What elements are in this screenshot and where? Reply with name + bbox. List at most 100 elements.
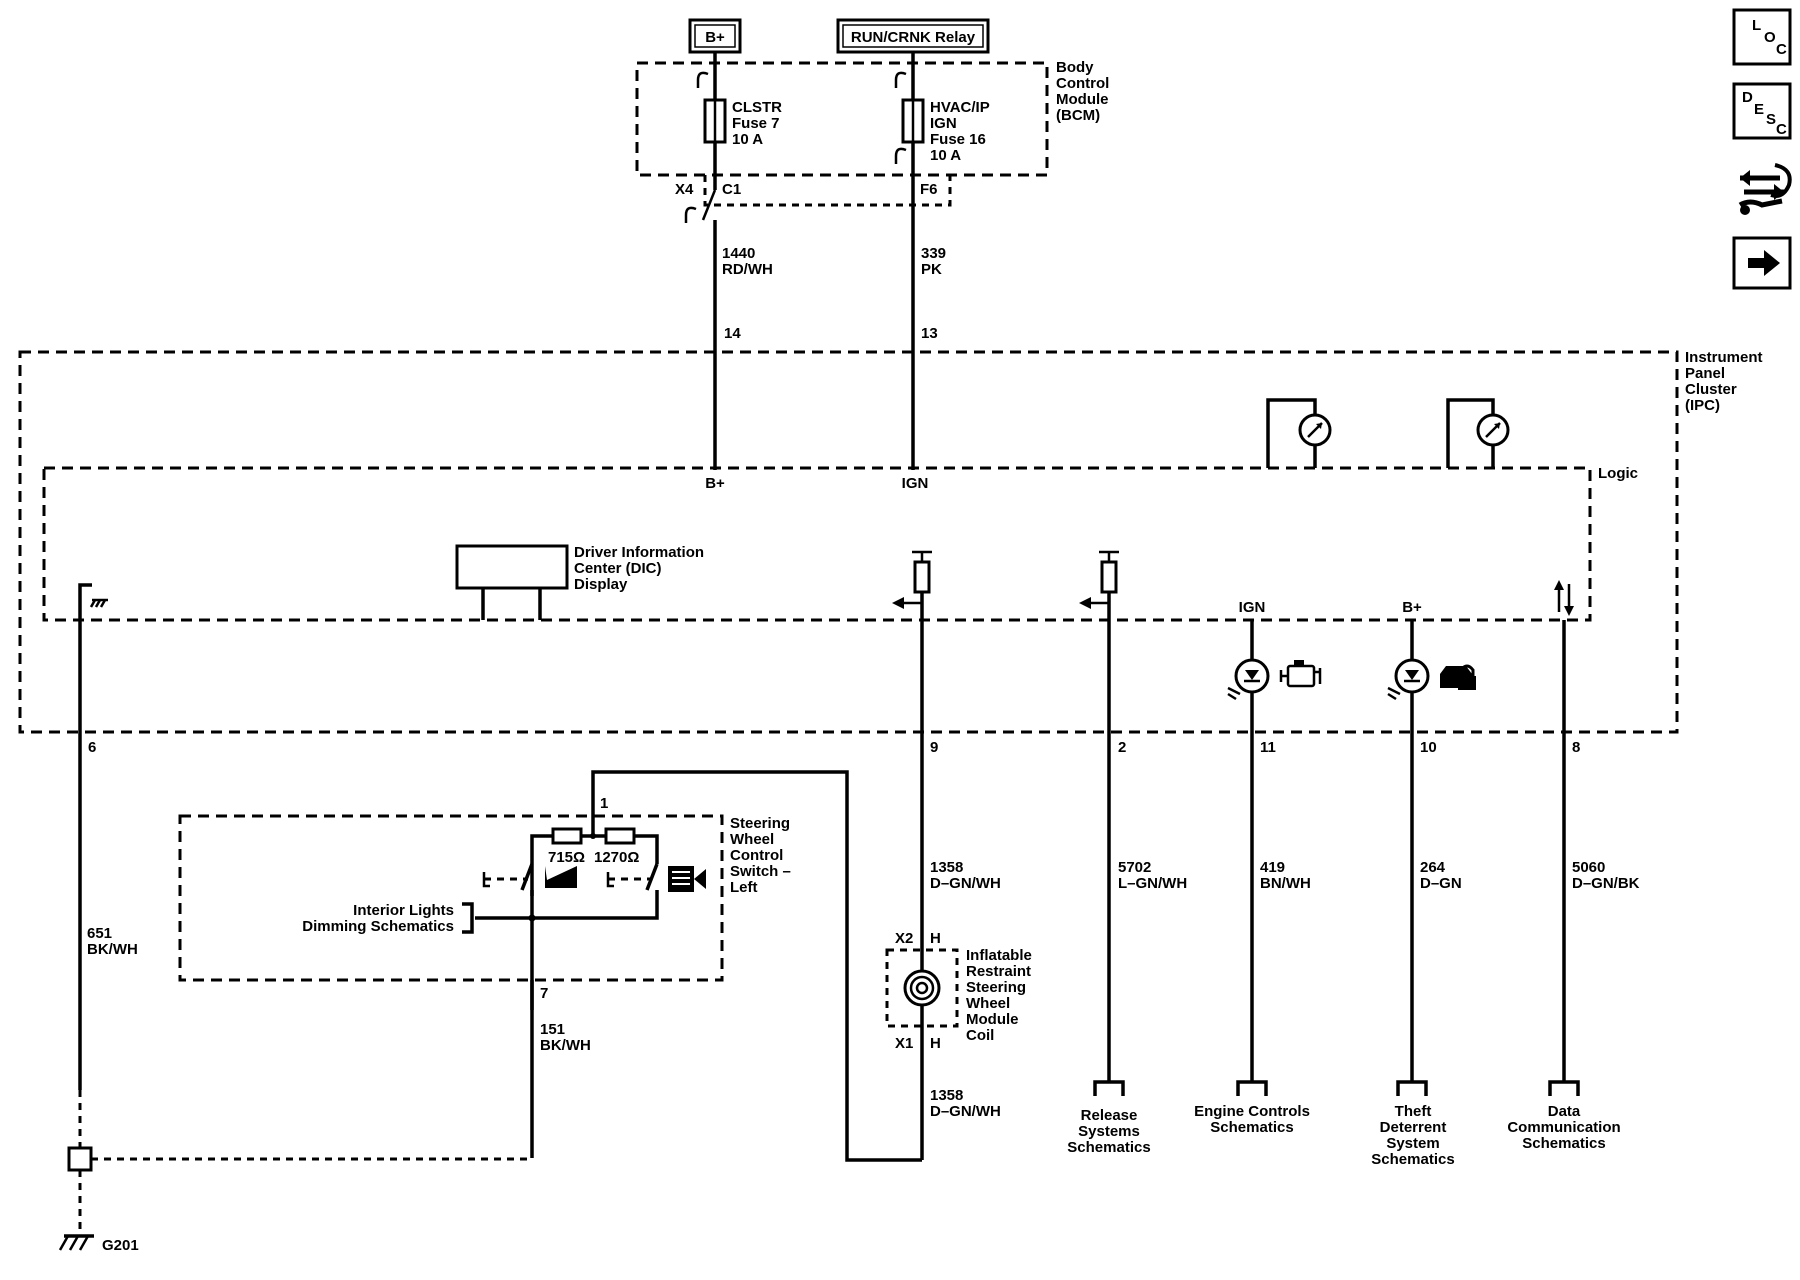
svg-text:Coil: Coil <box>966 1027 994 1044</box>
wire-1358-upper: 1358 D–GN/WH <box>930 859 1001 892</box>
svg-text:Panel: Panel <box>1685 365 1725 382</box>
svg-text:Schematics: Schematics <box>1210 1119 1293 1136</box>
svg-text:Wheel: Wheel <box>730 831 774 848</box>
svg-text:Schematics: Schematics <box>1522 1135 1605 1152</box>
wire-651: 651 BK/WH <box>87 925 138 958</box>
svg-text:10: 10 <box>1420 739 1437 756</box>
data-communication-reference: Data Communication Schematics <box>1507 1080 1621 1152</box>
svg-text:Display: Display <box>574 576 628 593</box>
svg-text:14: 14 <box>724 325 741 342</box>
svg-text:D: D <box>1742 89 1753 106</box>
svg-text:G201: G201 <box>102 1237 139 1254</box>
input-pin2: 2 <box>1079 550 1126 1082</box>
svg-text:Cluster: Cluster <box>1685 381 1737 398</box>
svg-text:Engine Controls: Engine Controls <box>1194 1103 1310 1120</box>
svg-text:IGN: IGN <box>1239 599 1266 616</box>
engine-controls-reference: Engine Controls Schematics <box>1194 1080 1310 1136</box>
svg-text:O: O <box>1764 29 1776 46</box>
wire-151: 151 BK/WH <box>540 1021 591 1054</box>
svg-text:B+: B+ <box>1402 599 1422 616</box>
wire-1358-lower: 1358 D–GN/WH <box>930 1087 1001 1120</box>
svg-text:5702: 5702 <box>1118 859 1151 876</box>
svg-text:L–GN/WH: L–GN/WH <box>1118 875 1187 892</box>
svg-text:6: 6 <box>88 739 96 756</box>
svg-text:Switch –: Switch – <box>730 863 791 880</box>
svg-text:C: C <box>1776 41 1787 58</box>
svg-text:RUN/CRNK Relay: RUN/CRNK Relay <box>851 29 976 46</box>
fuse-clstr: CLSTR Fuse 7 10 A <box>696 52 782 190</box>
steering-wheel-control-switch: Steering Wheel Control Switch – Left 1 7… <box>178 770 922 1162</box>
ground-g201: G201 <box>58 1234 139 1254</box>
wire-419: 419 BN/WH <box>1260 859 1311 892</box>
next-arrow-icon[interactable] <box>1732 236 1792 290</box>
svg-text:Module: Module <box>1056 91 1109 108</box>
svg-text:(IPC): (IPC) <box>1685 397 1720 414</box>
ground-splice <box>67 1090 534 1234</box>
svg-text:PK: PK <box>921 261 942 278</box>
svg-text:Inflatable: Inflatable <box>966 947 1032 964</box>
svg-text:715Ω: 715Ω <box>548 849 585 866</box>
svg-text:Interior Lights: Interior Lights <box>353 902 454 919</box>
svg-text:339: 339 <box>921 245 946 262</box>
wire-264: 264 D–GN <box>1420 859 1462 892</box>
svg-text:HVAC/IP: HVAC/IP <box>930 99 990 116</box>
svg-text:Fuse 7: Fuse 7 <box>732 115 780 132</box>
svg-text:Fuse 16: Fuse 16 <box>930 131 986 148</box>
internal-ground-pin6: 6 <box>78 583 108 1090</box>
loc-icon[interactable]: L O C <box>1732 8 1792 66</box>
svg-text:9: 9 <box>930 739 938 756</box>
svg-text:D–GN/WH: D–GN/WH <box>930 875 1001 892</box>
svg-text:Center (DIC): Center (DIC) <box>574 560 662 577</box>
svg-text:13: 13 <box>921 325 938 342</box>
svg-text:X4: X4 <box>675 181 694 198</box>
svg-text:1440: 1440 <box>722 245 755 262</box>
svg-text:Control: Control <box>1056 75 1109 92</box>
fuse-hvac-ip-ign: HVAC/IP IGN Fuse 16 10 A <box>894 52 990 470</box>
svg-text:Wheel: Wheel <box>966 995 1010 1012</box>
ipc-logic-box: Logic B+ IGN <box>42 465 1638 622</box>
svg-text:H: H <box>930 930 941 947</box>
svg-text:BN/WH: BN/WH <box>1260 875 1311 892</box>
repair-procedure-icon[interactable] <box>1738 163 1792 215</box>
svg-text:H: H <box>930 1035 941 1052</box>
svg-text:Left: Left <box>730 879 758 896</box>
svg-text:S: S <box>1766 111 1776 128</box>
svg-text:C: C <box>1776 121 1787 138</box>
desc-icon[interactable]: D E S C <box>1732 82 1792 140</box>
svg-text:651: 651 <box>87 925 112 942</box>
svg-text:Instrument: Instrument <box>1685 349 1763 366</box>
engine-lamp-pin11: IGN 11 <box>1227 599 1276 1082</box>
svg-text:Restraint: Restraint <box>966 963 1031 980</box>
svg-text:Systems: Systems <box>1078 1123 1140 1140</box>
svg-text:Body: Body <box>1056 59 1094 76</box>
svg-text:BK/WH: BK/WH <box>87 941 138 958</box>
ipc-module: Instrument Panel Cluster (IPC) <box>18 349 1763 734</box>
svg-text:Communication: Communication <box>1507 1119 1620 1136</box>
svg-text:Schematics: Schematics <box>1371 1151 1454 1168</box>
svg-text:B+: B+ <box>705 475 725 492</box>
svg-text:Logic: Logic <box>1598 465 1638 482</box>
bcm-module: Body Control Module (BCM) <box>635 59 1109 207</box>
theft-deterrent-reference: Theft Deterrent System Schematics <box>1371 1080 1455 1168</box>
svg-text:2: 2 <box>1118 739 1126 756</box>
svg-text:10 A: 10 A <box>930 147 961 164</box>
svg-text:System: System <box>1386 1135 1439 1152</box>
svg-text:Control: Control <box>730 847 783 864</box>
car-lock-icon <box>1440 664 1476 690</box>
svg-text:C1: C1 <box>722 181 741 198</box>
svg-text:Deterrent: Deterrent <box>1380 1119 1447 1136</box>
svg-text:CLSTR: CLSTR <box>732 99 782 116</box>
svg-text:1270Ω: 1270Ω <box>594 849 639 866</box>
svg-text:Schematics: Schematics <box>1067 1139 1150 1156</box>
gauge-2 <box>1446 398 1510 468</box>
svg-text:B+: B+ <box>705 29 725 46</box>
svg-text:Steering: Steering <box>966 979 1026 996</box>
svg-text:D–GN: D–GN <box>1420 875 1462 892</box>
interior-lights-reference: Interior Lights Dimming Schematics <box>302 902 474 935</box>
svg-text:1358: 1358 <box>930 1087 963 1104</box>
left-arrow-icon <box>545 866 577 888</box>
svg-text:E: E <box>1754 101 1764 118</box>
dic-display: Driver Information Center (DIC) Display <box>455 544 704 620</box>
svg-text:Steering: Steering <box>730 815 790 832</box>
data-pin8: 8 <box>1554 580 1580 1082</box>
